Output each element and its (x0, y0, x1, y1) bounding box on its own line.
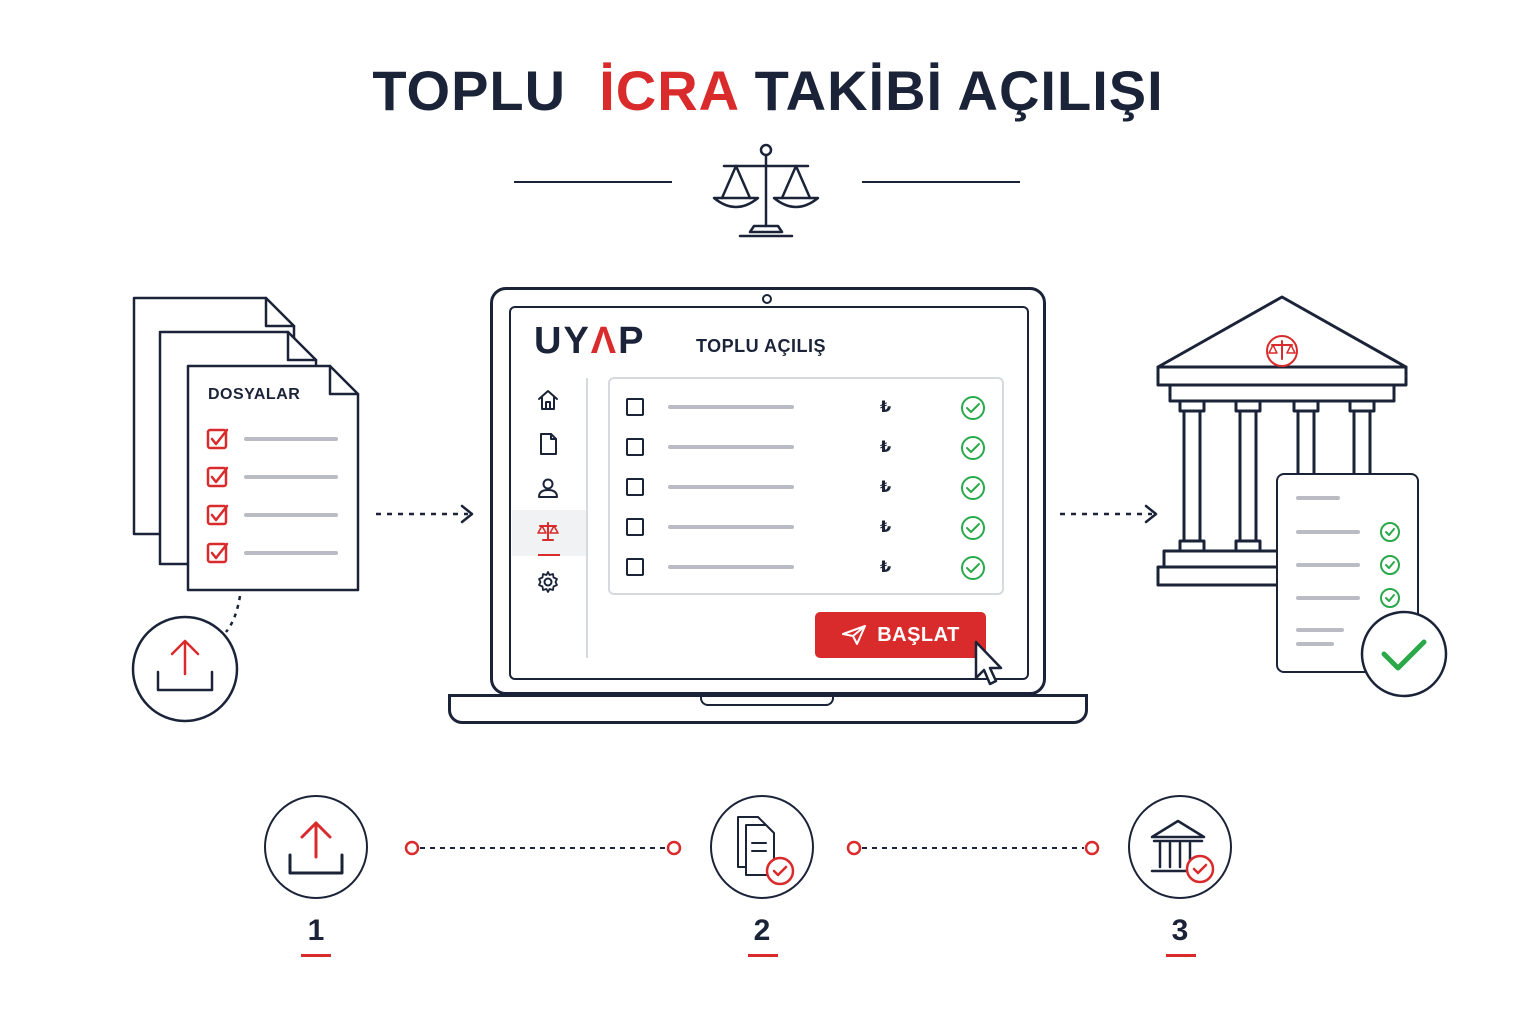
case-row[interactable]: ₺ (608, 428, 1004, 468)
check-circle-icon (961, 476, 985, 500)
row-checkbox[interactable] (626, 398, 644, 416)
row-checkbox[interactable] (626, 558, 644, 576)
case-list-panel (608, 377, 1004, 595)
currency-symbol: ₺ (880, 519, 892, 536)
mouse-cursor-icon (959, 625, 1003, 686)
send-icon (842, 625, 867, 645)
case-row[interactable]: ₺ (608, 548, 1004, 588)
step-1-underline (301, 954, 331, 957)
user-icon[interactable] (536, 476, 560, 500)
documents-check-icon (737, 816, 795, 886)
row-text-placeholder (668, 445, 794, 449)
success-check-icon (1360, 610, 1448, 698)
upload-icon (156, 639, 214, 692)
app-window (509, 306, 1029, 680)
documents-checklist (206, 428, 338, 564)
pediment-scale-icon (1266, 335, 1298, 367)
case-row[interactable]: ₺ (608, 508, 1004, 548)
row-checkbox[interactable] (626, 518, 644, 536)
step-3-circle[interactable] (1128, 795, 1232, 899)
title-part-2: TAKİBİ AÇILIŞI (754, 59, 1164, 122)
title-divider-left (514, 181, 672, 183)
laptop-base (448, 694, 1088, 724)
case-row[interactable]: ₺ (608, 468, 1004, 508)
row-checkbox[interactable] (626, 438, 644, 456)
result-document-checklist (1296, 496, 1400, 646)
check-circle-icon (961, 556, 985, 580)
step-connector-2-3 (846, 840, 1100, 856)
arrow-to-laptop (376, 504, 474, 524)
currency-symbol: ₺ (880, 559, 892, 576)
start-button-label: BAŞLAT (877, 623, 960, 646)
step-3-number: 3 (1171, 914, 1189, 947)
gear-icon[interactable] (536, 570, 560, 594)
row-text-placeholder (668, 485, 794, 489)
court-check-icon (1150, 819, 1215, 884)
step-2-number: 2 (753, 914, 771, 947)
check-circle-icon (961, 436, 985, 460)
step-2-underline (748, 954, 778, 957)
case-row[interactable]: ₺ (608, 388, 1004, 428)
logo-text-accent: Λ (590, 320, 619, 362)
laptop-camera (762, 294, 772, 304)
title-divider-right (862, 181, 1020, 183)
currency-symbol: ₺ (880, 399, 892, 416)
screen-title: TOPLU AÇILIŞ (696, 336, 827, 356)
row-text-placeholder (668, 565, 794, 569)
title-part-1: TOPLU (372, 59, 567, 122)
upload-icon (288, 821, 344, 875)
step-1-circle[interactable] (264, 795, 368, 899)
arrow-to-court (1060, 504, 1158, 524)
check-circle-icon (961, 516, 985, 540)
logo-text-main: UY (534, 320, 591, 362)
row-text-placeholder (668, 405, 794, 409)
scales-of-justice-icon (712, 143, 820, 238)
sidebar-divider (586, 378, 588, 658)
currency-symbol: ₺ (880, 479, 892, 496)
scale-icon[interactable] (536, 520, 560, 544)
currency-symbol: ₺ (880, 439, 892, 456)
page-title: TOPLU İCRA TAKİBİ AÇILIŞI (0, 58, 1536, 123)
document-icon[interactable] (536, 432, 560, 456)
step-connector-1-2 (404, 840, 682, 856)
row-checkbox[interactable] (626, 478, 644, 496)
check-circle-icon (961, 396, 985, 420)
title-accent: İCRA (599, 59, 739, 122)
start-button[interactable]: BAŞLAT (815, 612, 986, 658)
uyap-logo: UYΛP (534, 320, 646, 363)
logo-text-end: P (618, 320, 646, 362)
step-1-number: 1 (307, 914, 325, 947)
step-3-underline (1166, 954, 1196, 957)
upload-circle[interactable] (130, 590, 250, 730)
documents-label: DOSYALAR (208, 386, 301, 403)
home-icon[interactable] (536, 388, 560, 412)
row-text-placeholder (668, 525, 794, 529)
scale-icon-underline (538, 554, 560, 556)
laptop-trackpad-notch (700, 694, 834, 706)
step-2-circle[interactable] (710, 795, 814, 899)
